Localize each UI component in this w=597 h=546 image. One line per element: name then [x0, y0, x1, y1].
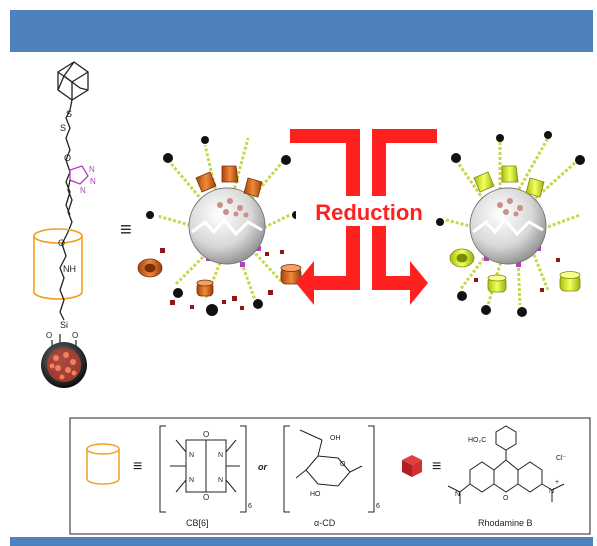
acd-oh: OH [330, 435, 341, 442]
atom-o2: O [58, 238, 65, 248]
acd-o: O [340, 461, 346, 468]
rb-cl: Cl⁻ [556, 455, 567, 462]
rhodamine-label: Rhodamine B [478, 518, 533, 528]
acd-label: α-CD [314, 518, 336, 528]
atom-o1: O [64, 153, 71, 163]
equiv-symbol-main: ≡ [120, 219, 132, 241]
reduction-label-bg [296, 196, 442, 226]
atom-nh: NH [63, 264, 76, 274]
atom-si: Si [60, 320, 68, 330]
legend-equiv-2: ≡ [432, 458, 441, 475]
cb6-label: CB[6] [186, 518, 209, 528]
atom-n1: N [89, 165, 95, 174]
dye-cube-icon [402, 455, 422, 477]
cb6-structure-icon [159, 425, 247, 513]
free-orange-ring-icon [137, 258, 302, 297]
atom-o3: O [46, 331, 52, 340]
cb6-n3: N [189, 477, 194, 484]
acd-subscript: 6 [376, 503, 380, 510]
cb6-n4: N [218, 477, 223, 484]
cb6-n1: N [189, 452, 194, 459]
rb-n-right: N [549, 488, 554, 495]
macrocycle-barrel-icon [33, 228, 83, 300]
free-yellow-ring-icon [449, 248, 581, 293]
cb6-o-top: O [203, 430, 209, 439]
atom-s1: S [66, 109, 72, 119]
molecular-structure [57, 61, 89, 233]
cb6-o-bottom: O [203, 493, 209, 502]
legend-barrel-icon [86, 443, 120, 485]
atom-n3: N [80, 186, 86, 195]
or-label: or [258, 462, 267, 472]
legend-box [69, 417, 591, 535]
left-nanoparticle-assembly [137, 136, 302, 316]
rb-cooh: HO₂C [468, 437, 486, 444]
cb6-n2: N [218, 452, 223, 459]
header-bar [10, 10, 593, 52]
atom-n2: N [90, 177, 96, 186]
alpha-cd-structure-icon [283, 425, 375, 513]
acd-ho: HO [310, 491, 321, 498]
atom-s2: S [60, 123, 66, 133]
atom-o4: O [72, 331, 78, 340]
adamantane-icon [57, 61, 89, 101]
legend-equiv-1: ≡ [133, 458, 142, 475]
nanoparticle-icon [41, 342, 87, 388]
footer-bar [10, 537, 593, 546]
right-nanoparticle-assembly [436, 131, 585, 317]
rb-o: O [503, 495, 509, 502]
cb6-subscript: 6 [248, 503, 252, 510]
triazole-icon [69, 165, 89, 185]
rb-n-left: N [455, 491, 460, 498]
rb-plus: + [555, 479, 559, 486]
rhodamine-b-structure-icon [447, 425, 565, 504]
reduction-label: Reduction [315, 200, 423, 225]
